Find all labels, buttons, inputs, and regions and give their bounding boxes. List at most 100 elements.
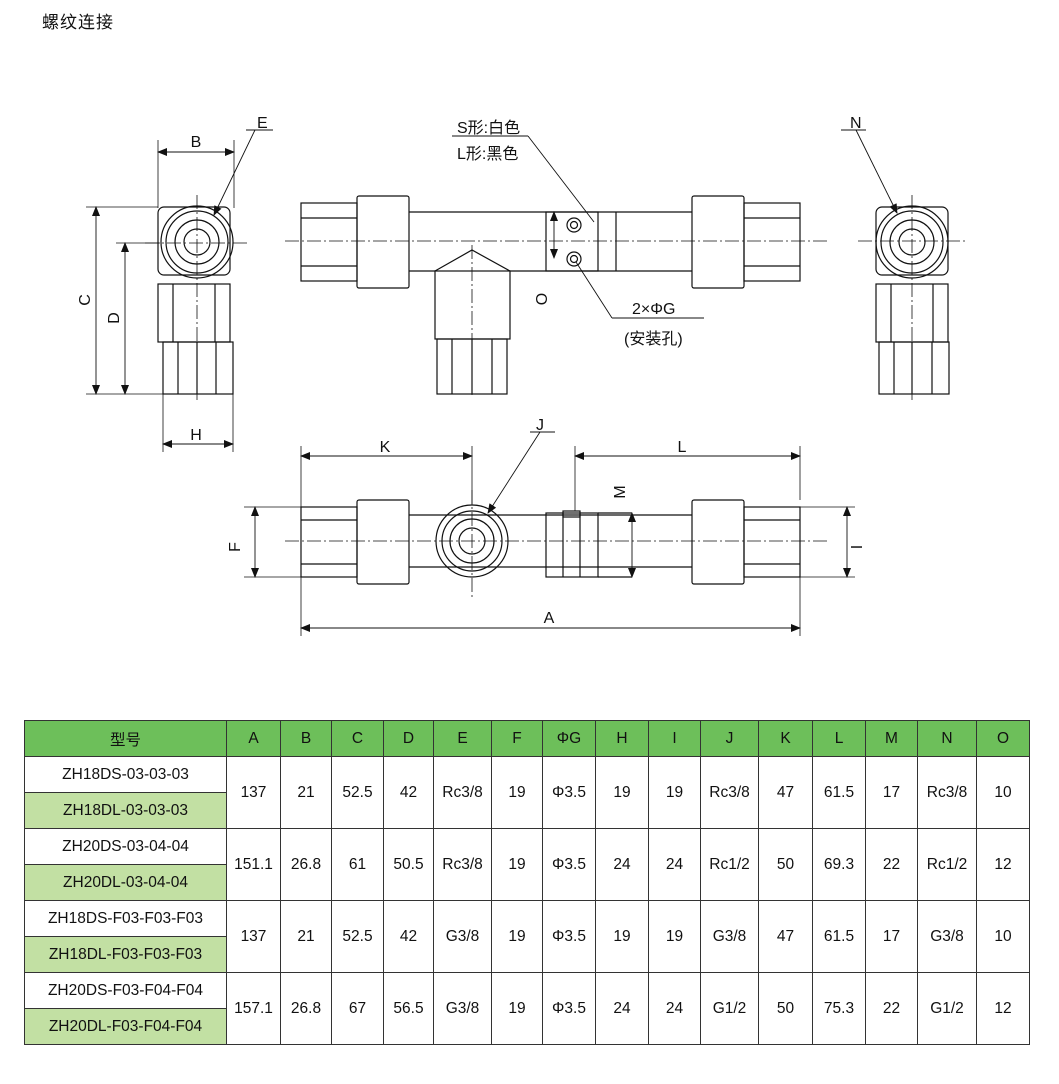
spec-value-cell: 50: [758, 828, 813, 901]
dim-label-j: J: [536, 417, 544, 434]
spec-value-cell: 47: [758, 756, 813, 829]
col-header: 型号: [24, 720, 227, 757]
col-header: N: [917, 720, 977, 757]
spec-value-cell: 151.1: [226, 828, 281, 901]
col-header: L: [812, 720, 866, 757]
spec-value-cell: G3/8: [917, 900, 977, 973]
hole-spec: 2×ΦG: [632, 301, 675, 318]
dim-label-i: I: [849, 545, 866, 549]
spec-value-cell: 17: [865, 756, 918, 829]
model-cell-l: ZH20DL-F03-F04-F04: [24, 1008, 227, 1045]
spec-value-cell: 26.8: [280, 972, 332, 1045]
spec-value-cell: G3/8: [433, 972, 492, 1045]
spec-value-cell: 21: [280, 756, 332, 829]
model-cell-s: ZH18DS-03-03-03: [24, 756, 227, 793]
spec-value-cell: Rc3/8: [917, 756, 977, 829]
note-l-type: L形:黑色: [457, 145, 518, 163]
col-header: D: [383, 720, 434, 757]
col-header: C: [331, 720, 384, 757]
spec-value-cell: 61: [331, 828, 384, 901]
spec-value-cell: 24: [648, 972, 701, 1045]
spec-value-cell: 61.5: [812, 900, 866, 973]
spec-value-cell: 17: [865, 900, 918, 973]
dim-label-f: F: [227, 542, 244, 552]
spec-value-cell: 19: [595, 756, 649, 829]
spec-value-cell: 19: [648, 900, 701, 973]
model-cell-l: ZH20DL-03-04-04: [24, 864, 227, 901]
model-cell-s: ZH20DS-F03-F04-F04: [24, 972, 227, 1009]
spec-value-cell: 47: [758, 900, 813, 973]
col-header: M: [865, 720, 918, 757]
spec-value-cell: Rc1/2: [917, 828, 977, 901]
spec-value-cell: Φ3.5: [542, 828, 596, 901]
dim-label-a: A: [544, 610, 555, 627]
col-header: ΦG: [542, 720, 596, 757]
spec-value-cell: Rc3/8: [433, 756, 492, 829]
dim-label-m: M: [612, 485, 629, 498]
table-row: ZH20DL-03-04-04: [24, 864, 1030, 901]
spec-value-cell: 12: [976, 828, 1030, 901]
spec-value-cell: Φ3.5: [542, 900, 596, 973]
spec-value-cell: G3/8: [433, 900, 492, 973]
front-view: [285, 135, 830, 395]
spec-value-cell: G1/2: [917, 972, 977, 1045]
spec-value-cell: 52.5: [331, 756, 384, 829]
col-header: A: [226, 720, 281, 757]
spec-value-cell: 19: [491, 756, 543, 829]
right-view: [841, 129, 965, 400]
spec-value-cell: 50: [758, 972, 813, 1045]
col-header: H: [595, 720, 649, 757]
spec-value-cell: 75.3: [812, 972, 866, 1045]
technical-drawing: B E C D H N S形:白色 L形:黑色 O 2×ΦG (安装孔) K L…: [77, 115, 965, 636]
col-header: K: [758, 720, 813, 757]
dim-label-e: E: [257, 115, 268, 132]
spec-value-cell: 19: [648, 756, 701, 829]
page-title: 螺纹连接: [42, 13, 114, 32]
dim-label-k: K: [380, 439, 391, 456]
model-cell-s: ZH20DS-03-04-04: [24, 828, 227, 865]
spec-value-cell: 137: [226, 900, 281, 973]
spec-table: 型号 A B C D E F ΦG H I J K L M N O ZH18DS…: [24, 720, 1030, 1045]
spec-value-cell: 10: [976, 900, 1030, 973]
spec-value-cell: Rc3/8: [433, 828, 492, 901]
col-header: F: [491, 720, 543, 757]
model-cell-s: ZH18DS-F03-F03-F03: [24, 900, 227, 937]
spec-value-cell: 137: [226, 756, 281, 829]
top-view: [244, 431, 855, 636]
dim-label-l: L: [678, 439, 687, 456]
model-cell-l: ZH18DL-03-03-03: [24, 792, 227, 829]
table-row: ZH20DL-F03-F04-F04: [24, 1008, 1030, 1045]
spec-value-cell: Φ3.5: [542, 756, 596, 829]
spec-value-cell: 52.5: [331, 900, 384, 973]
spec-value-cell: 26.8: [280, 828, 332, 901]
table-row: ZH18DL-F03-F03-F03: [24, 936, 1030, 973]
spec-value-cell: Rc1/2: [700, 828, 759, 901]
col-header: B: [280, 720, 332, 757]
model-cell-l: ZH18DL-F03-F03-F03: [24, 936, 227, 973]
table-row: ZH18DL-03-03-03: [24, 792, 1030, 829]
spec-value-cell: 50.5: [383, 828, 434, 901]
spec-value-cell: Rc3/8: [700, 756, 759, 829]
spec-value-cell: 24: [595, 828, 649, 901]
spec-value-cell: 19: [491, 900, 543, 973]
spec-value-cell: 19: [491, 972, 543, 1045]
left-view: [86, 129, 273, 452]
dim-label-h: H: [190, 427, 202, 444]
spec-value-cell: 24: [595, 972, 649, 1045]
dim-label-o: O: [534, 293, 551, 305]
spec-value-cell: 22: [865, 972, 918, 1045]
dim-label-d: D: [106, 312, 123, 324]
spec-value-cell: 19: [491, 828, 543, 901]
col-header: E: [433, 720, 492, 757]
spec-value-cell: 69.3: [812, 828, 866, 901]
spec-value-cell: 42: [383, 900, 434, 973]
spec-value-cell: 24: [648, 828, 701, 901]
spec-value-cell: 67: [331, 972, 384, 1045]
spec-value-cell: 56.5: [383, 972, 434, 1045]
col-header: I: [648, 720, 701, 757]
spec-value-cell: 10: [976, 756, 1030, 829]
dim-label-c: C: [77, 294, 94, 306]
